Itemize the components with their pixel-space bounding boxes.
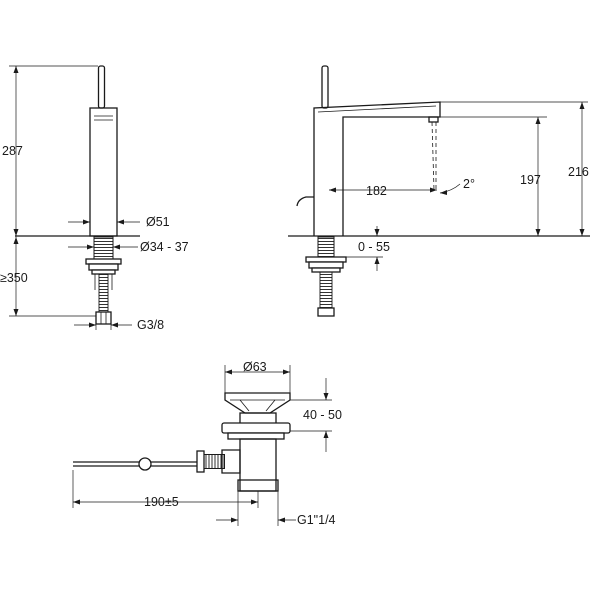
front-threaded-shank (93, 236, 114, 260)
drain-rod-ball (138, 457, 152, 471)
side-hose-fitting (317, 307, 335, 317)
side-dim-182-label: 182 (366, 184, 387, 198)
side-popup-rod (296, 196, 314, 207)
front-lever-handle (97, 65, 106, 109)
front-mounting-nut (85, 258, 122, 265)
drain-lock-nut (221, 422, 291, 434)
drain-lower-body (239, 438, 277, 492)
front-dim-51-label: Ø51 (146, 215, 170, 229)
drain-dim-63-label: Ø63 (243, 360, 267, 374)
drain-dim-40-50-label: 40 - 50 (303, 408, 342, 422)
drain-dim-g114-label: G1"1/4 (297, 513, 336, 527)
front-hose-fitting (95, 311, 112, 325)
side-mounting-nut (305, 256, 347, 263)
front-tap-body (89, 107, 118, 237)
side-tap-body (313, 101, 441, 236)
side-lever-handle (321, 65, 329, 109)
drain-dim-190-label: 190±5 (144, 495, 179, 509)
front-dim-350-label: ≥350 (0, 271, 28, 285)
drain-knurled-nut (203, 454, 225, 469)
drain-view: Ø63 40 - 50 190±5 G1"1/4 (72, 360, 342, 527)
side-aerator (428, 116, 439, 123)
drain-flange (224, 392, 291, 414)
side-view: 182 2° 197 216 0 - 55 (288, 65, 590, 317)
front-dim-g38-label: G3/8 (137, 318, 164, 332)
side-dim-197-label: 197 (520, 173, 541, 187)
side-dim-2deg-label: 2° (463, 177, 475, 191)
side-dim-216-label: 216 (568, 165, 589, 179)
front-flexible-hose (98, 273, 109, 313)
front-view: 287 ≥350 Ø51 Ø34 - 37 G3/8 (0, 65, 189, 332)
side-dim-0-55-label: 0 - 55 (358, 240, 390, 254)
drain-tailpiece (237, 479, 279, 492)
side-threaded-shank (317, 236, 335, 258)
front-dim-287-label: 287 (2, 144, 23, 158)
side-flexible-hose (319, 271, 333, 311)
front-dim-34-37-label: Ø34 - 37 (140, 240, 189, 254)
